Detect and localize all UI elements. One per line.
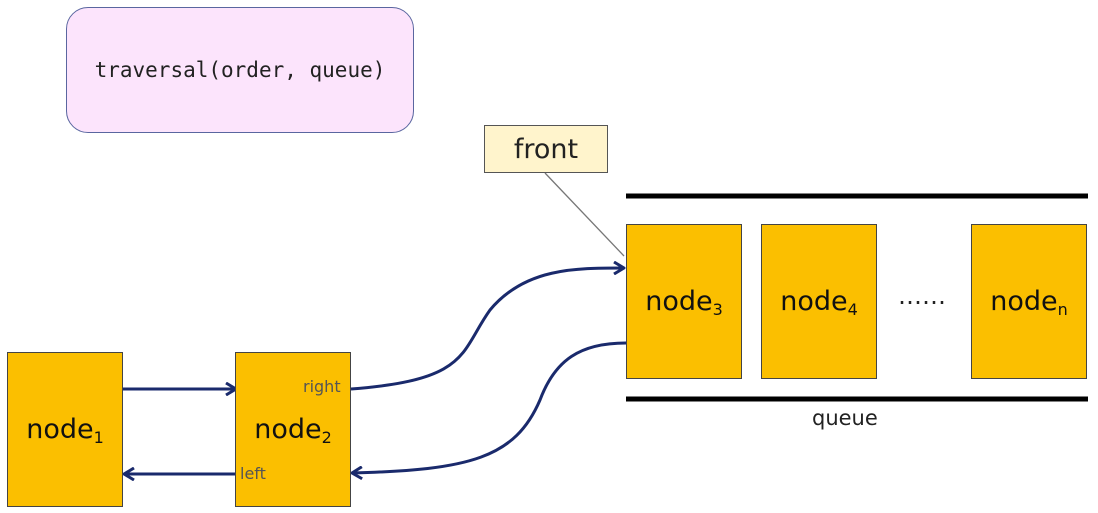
queue-ellipsis: …… [898, 282, 946, 310]
queue-label: queue [812, 406, 878, 430]
node-3: node3 [626, 224, 742, 379]
arrow-node3-to-left [352, 341, 627, 473]
front-label-box: front [484, 125, 608, 173]
node-2: node2 [235, 352, 351, 507]
node-4-label: node4 [780, 286, 858, 319]
node-n: noden [971, 224, 1087, 379]
node-2-label: node2 [254, 414, 332, 447]
traversal-call-box: traversal(order, queue) [66, 7, 414, 133]
front-pointer-line [544, 172, 625, 257]
arrow-right-to-node3 [350, 268, 624, 391]
front-label-text: front [513, 133, 579, 165]
node-4: node4 [761, 224, 877, 379]
port-right-label: right [303, 377, 341, 396]
node-1: node1 [7, 352, 123, 507]
node-1-label: node1 [26, 414, 104, 447]
port-left-label: left [240, 464, 266, 483]
node-n-label: noden [990, 286, 1068, 319]
node-3-label: node3 [645, 286, 723, 319]
traversal-call-text: traversal(order, queue) [94, 58, 386, 82]
